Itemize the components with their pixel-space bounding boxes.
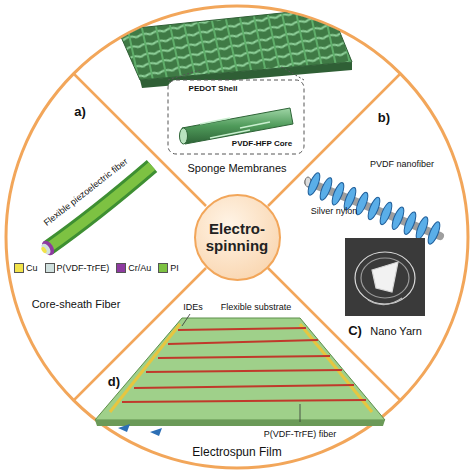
part-label: Flexible substrate — [221, 302, 292, 312]
panel-title: Sponge Membranes — [187, 162, 286, 175]
fiber-end — [180, 128, 188, 144]
coil-turn — [402, 211, 418, 236]
part-label: P(VDF-TrFE) fiber — [264, 429, 337, 439]
fiber-layer-crau — [39, 239, 56, 258]
legend-text: PI — [170, 263, 179, 273]
inset-leader — [280, 66, 304, 80]
part-label: IDEs — [183, 302, 203, 312]
sem-image — [345, 238, 425, 316]
coil-turn — [306, 171, 322, 196]
coil-turn — [378, 201, 394, 226]
inset-leader — [168, 70, 200, 80]
part-label: PEDOT Shell — [189, 84, 238, 93]
coil-turn — [366, 196, 382, 221]
coil-turn — [318, 176, 334, 201]
flexible-substrate — [95, 318, 385, 420]
legend-swatch — [116, 263, 126, 273]
legend-text: P(VDF-TrFE) — [57, 263, 110, 273]
pvdf-trfe-fibers — [122, 328, 366, 402]
legend-swatch — [14, 263, 24, 273]
panel-letter: b) — [378, 111, 390, 126]
substrate-edge — [95, 420, 385, 426]
fiber-texture — [200, 118, 270, 138]
panel-title: Core-sheath Fiber — [32, 298, 121, 311]
center-title: Electro-spinning — [202, 220, 272, 255]
sem-yarn — [355, 252, 415, 305]
fiber-leader — [300, 404, 301, 422]
coil-turn — [426, 220, 442, 245]
coil-turns — [306, 171, 442, 245]
ides-leader — [182, 314, 190, 326]
panel-letter: d) — [108, 375, 120, 390]
legend-swatch — [158, 263, 168, 273]
fiber-layer-cu — [40, 246, 47, 254]
panel-title: Nano Yarn — [370, 325, 422, 338]
part-label: Silver nylon — [311, 206, 358, 216]
inset-box — [168, 80, 304, 154]
coil-turn — [390, 206, 406, 231]
panel-letter: C) — [348, 324, 362, 339]
fiber-layer-pvdf — [40, 242, 53, 256]
coil-turn — [330, 181, 346, 206]
panel-letter: a) — [74, 105, 86, 120]
part-label: PVDF-HFP Core — [232, 139, 292, 148]
center-circle: Electro-spinning — [194, 194, 281, 281]
panel-title: Electrospun Film — [192, 446, 281, 460]
legend-text: Cu — [26, 263, 38, 273]
legend-swatch — [45, 263, 55, 273]
ide-electrodes — [110, 324, 372, 412]
outer-ring — [6, 6, 468, 468]
flow-arrows — [118, 424, 162, 436]
coil-turn — [414, 215, 430, 240]
part-label: PVDF nanofiber — [370, 159, 434, 169]
core-shell-fiber — [182, 108, 293, 144]
legend-text: Cr/Au — [128, 263, 151, 273]
